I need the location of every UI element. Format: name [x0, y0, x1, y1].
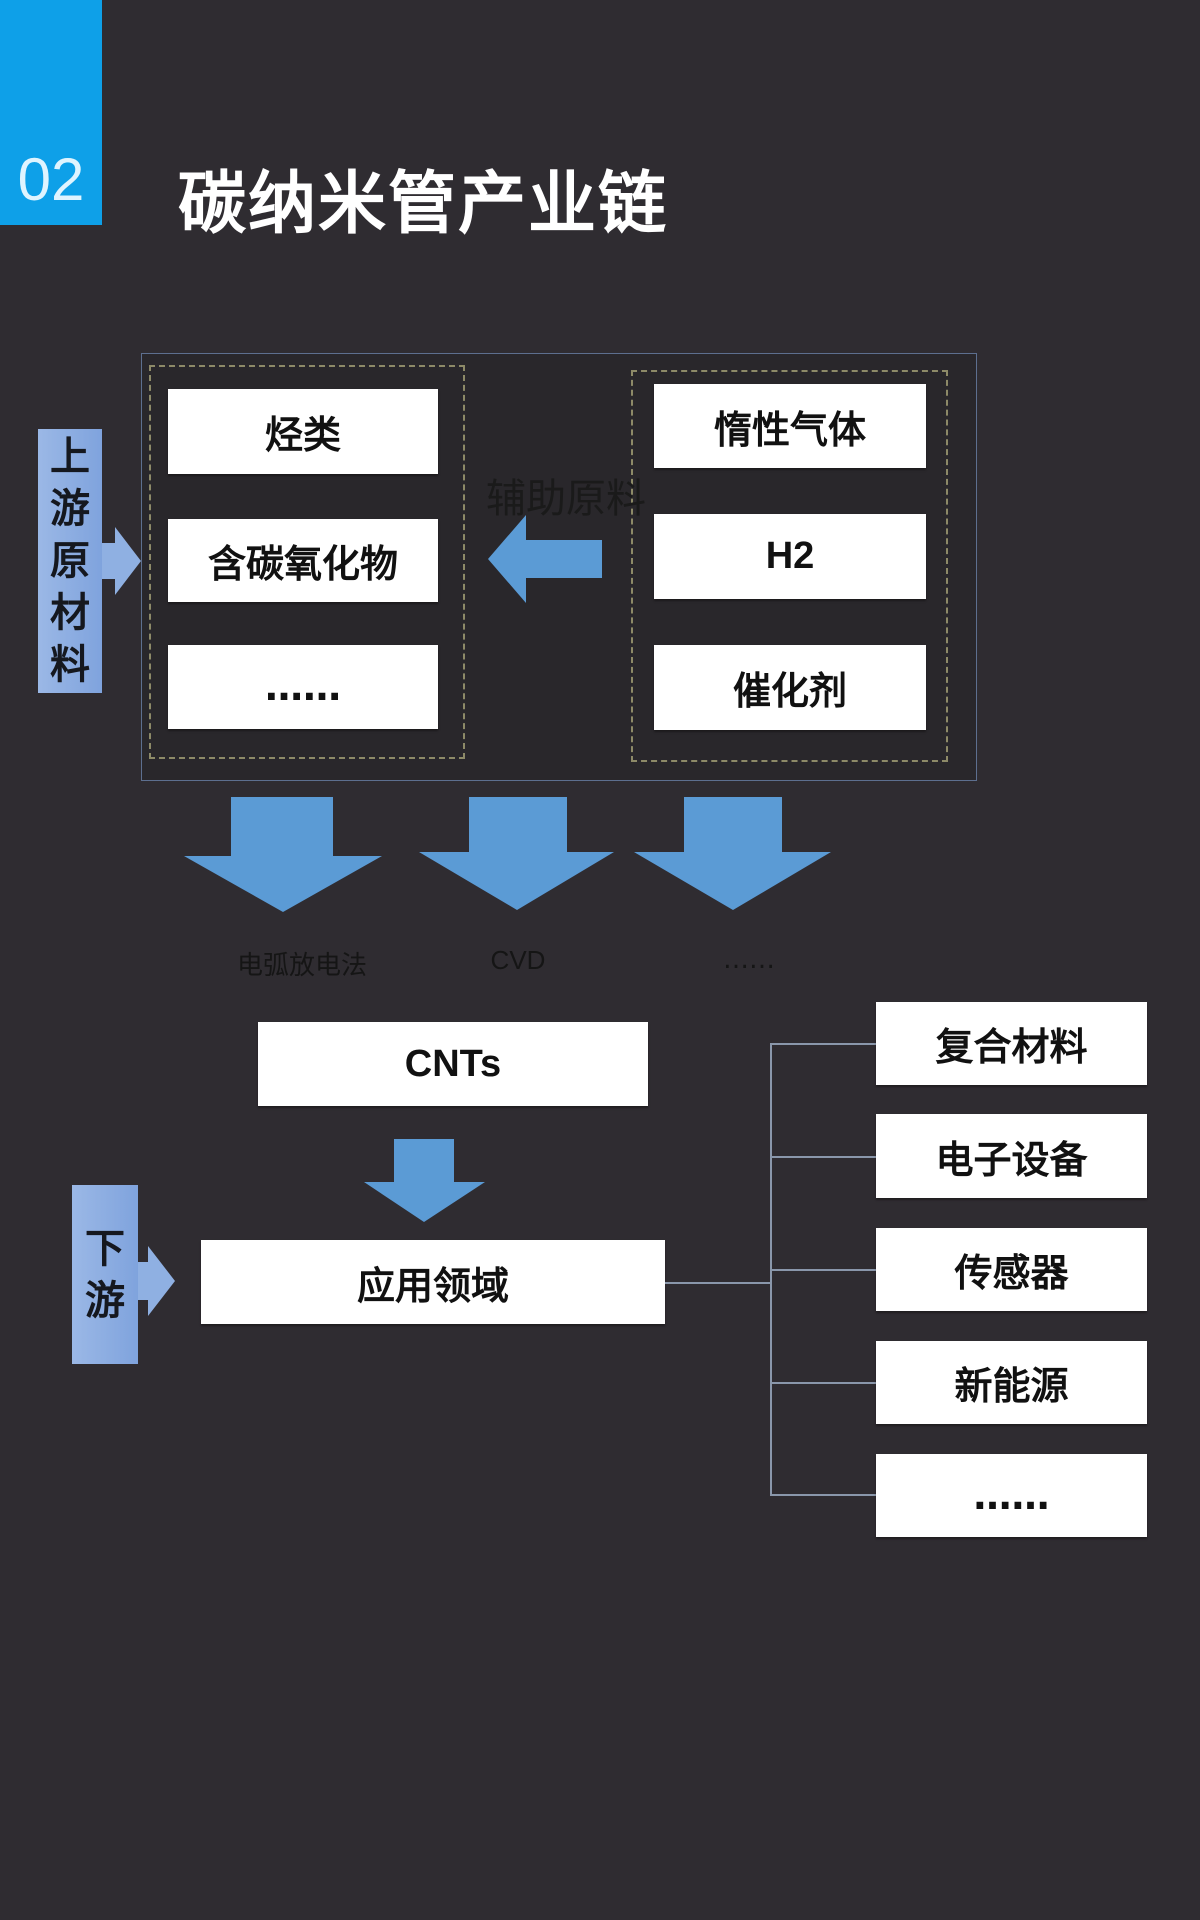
application-label: 新能源 — [954, 1364, 1069, 1408]
application-label: 传感器 — [954, 1251, 1069, 1295]
auxiliary-materials-group — [631, 370, 948, 762]
method-label: …… — [723, 945, 775, 975]
downstream-char: 下 — [85, 1225, 125, 1272]
method-label: CVD — [490, 945, 546, 975]
connector-line — [770, 1494, 876, 1496]
arrow-right-icon — [138, 1246, 175, 1316]
arrow-right-icon — [102, 527, 141, 595]
application-box: 新能源 — [876, 1341, 1147, 1424]
arrow-down-icon — [184, 797, 382, 912]
auxiliary-material-box: H2 — [654, 514, 926, 599]
method-label: 电弧放电法 — [236, 951, 367, 981]
application-label: …… — [973, 1473, 1050, 1518]
upstream-char: 原 — [50, 538, 90, 584]
application-box: 电子设备 — [876, 1114, 1147, 1198]
raw-material-label: 含碳氧化物 — [207, 542, 398, 586]
section-tab — [0, 0, 102, 225]
downstream-label: 下 游 — [72, 1185, 138, 1364]
arrow-down-icon — [364, 1139, 485, 1222]
auxiliary-label: 辅助原料 — [486, 476, 646, 522]
application-box: 传感器 — [876, 1228, 1147, 1311]
arrow-down-icon — [419, 797, 614, 910]
application-label: 复合材料 — [935, 1025, 1088, 1069]
page-title: 碳纳米管产业链 — [178, 165, 669, 244]
applications-label: 应用领域 — [356, 1263, 509, 1308]
application-box: 复合材料 — [876, 1002, 1147, 1085]
arrow-down-icon — [634, 797, 831, 910]
section-number: 02 — [17, 146, 85, 213]
upstream-char: 游 — [50, 486, 90, 532]
raw-material-box: …… — [168, 645, 438, 729]
product-box: CNTs — [258, 1022, 648, 1106]
connector-line — [770, 1043, 876, 1045]
connector-line — [770, 1156, 876, 1158]
raw-material-label: …… — [265, 665, 341, 709]
upstream-char: 料 — [50, 642, 90, 688]
connector-line — [770, 1269, 876, 1271]
raw-materials-group — [149, 365, 465, 759]
downstream-char: 游 — [85, 1277, 125, 1324]
arrow-left-icon — [488, 515, 602, 603]
upstream-label: 上 游 原 材 料 — [38, 429, 102, 693]
auxiliary-material-label: 惰性气体 — [713, 407, 866, 452]
application-label: 电子设备 — [935, 1137, 1088, 1182]
auxiliary-material-box: 催化剂 — [654, 645, 926, 730]
upstream-char: 材 — [50, 590, 90, 636]
upstream-char: 上 — [50, 434, 90, 480]
auxiliary-material-label: 催化剂 — [732, 669, 847, 713]
application-box: …… — [876, 1454, 1147, 1537]
connector-line — [770, 1382, 876, 1384]
auxiliary-material-label: H2 — [765, 535, 815, 577]
raw-material-box: 含碳氧化物 — [168, 519, 438, 602]
auxiliary-material-box: 惰性气体 — [654, 384, 926, 468]
product-label: CNTs — [404, 1042, 502, 1085]
connector-line — [665, 1282, 771, 1284]
applications-box: 应用领域 — [201, 1240, 665, 1324]
raw-material-label: 烃类 — [264, 413, 341, 457]
raw-material-box: 烃类 — [168, 389, 438, 474]
